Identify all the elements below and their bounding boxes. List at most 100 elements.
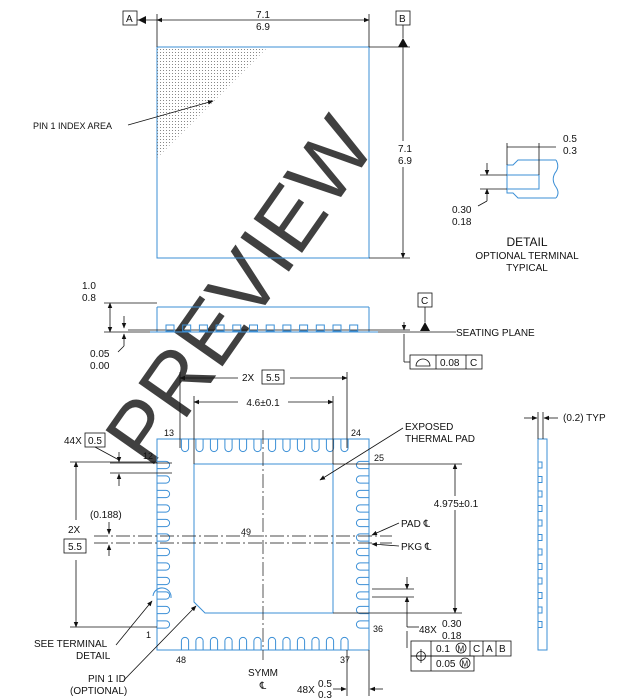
term-width-count: 48X (419, 625, 437, 636)
flatness-symbol (415, 358, 431, 367)
symm-label: SYMM (248, 668, 278, 679)
side-terminal (265, 324, 275, 332)
end-terminal (537, 519, 543, 527)
pin-36-label: 36 (373, 624, 383, 634)
terminal-right (355, 504, 369, 513)
fcf2-tol: 0.05 (436, 659, 456, 670)
side-view: 1.0 0.8 0.05 0.00 C SEATING PLANE 0.08 C (82, 281, 535, 372)
pad-width-value: 4.6±0.1 (246, 398, 280, 409)
end-terminal (537, 577, 543, 585)
terminal-right (355, 489, 369, 499)
terminal-right (355, 547, 369, 557)
pad-cl-label: PAD ℄ (401, 519, 431, 530)
pitch-count: 2X (242, 373, 255, 384)
end-view: (0.2) TYP (524, 412, 606, 651)
terminal-left (157, 475, 171, 484)
seating-plane-label: SEATING PLANE (456, 328, 535, 339)
pin1-id-label-1: PIN 1 ID (88, 674, 126, 685)
bottom-view: 2X 5.5 4.6±0.1 EXPOSED THERMAL PAD 44X 0… (34, 369, 512, 700)
fcf1-datum-3: B (499, 644, 506, 655)
datum-c-arrow (420, 322, 430, 331)
terminal-left (157, 518, 171, 528)
terminal-top (325, 439, 335, 453)
datum-b-arrow (398, 38, 408, 47)
detail-terminal (506, 174, 540, 190)
pin1-id-leader (123, 605, 197, 681)
terminal-bottom (340, 636, 349, 650)
pitch-bg (238, 369, 290, 385)
fcf1-mmc-glyph: M (458, 645, 465, 654)
terminal-bottom (253, 636, 262, 650)
pin1-index-area (157, 47, 268, 158)
detail-top-max: 0.5 (563, 134, 577, 145)
terminal-top (340, 439, 349, 453)
see-terminal-label-2: DETAIL (76, 651, 111, 662)
flatness-value: 0.08 (440, 358, 460, 369)
end-terminal (537, 548, 543, 556)
end-terminals (537, 461, 543, 628)
terminal-right (355, 620, 369, 629)
terminal-top (311, 439, 320, 453)
fcf2-frame (410, 655, 475, 672)
pitch-value: 5.5 (266, 373, 280, 384)
pad-height-value: 4.975±0.1 (434, 499, 479, 510)
bottom-terminals (157, 439, 369, 650)
terminal-right (355, 591, 369, 600)
side-terminal (198, 324, 208, 332)
pin-12-label: 12 (143, 451, 153, 461)
fcf1-datum-1: C (473, 644, 480, 655)
vert-box (63, 538, 87, 554)
detail-subtitle-2: TYPICAL (506, 263, 548, 274)
fcf2-mmc-icon (459, 657, 471, 669)
pitch-box (261, 369, 285, 385)
term-width-max: 0.30 (442, 619, 462, 630)
pin1-index-label: PIN 1 INDEX AREA (33, 121, 112, 131)
terminal-top (267, 439, 277, 453)
side-terminal (165, 324, 175, 332)
side-height-min: 0.8 (82, 293, 96, 304)
side-terminals (165, 324, 359, 332)
exposed-pad-label-2: THERMAL PAD (405, 434, 475, 445)
side-terminal (249, 324, 258, 332)
pin-pitch-count: 44X (64, 436, 82, 447)
terminal-right (355, 562, 369, 571)
side-terminal (315, 324, 325, 332)
fcf2-mmc-glyph: M (462, 660, 469, 669)
flatness-datum: C (470, 358, 477, 369)
terminal-top (209, 439, 219, 453)
detail-left-max: 0.30 (452, 205, 472, 216)
terminal-left (157, 489, 171, 499)
term-width-min: 0.18 (442, 631, 462, 642)
terminal-top (224, 439, 233, 453)
terminal-bottom (238, 636, 248, 650)
height-min: 6.9 (398, 156, 412, 167)
terminal-top (195, 439, 204, 453)
terminal-bottom (325, 636, 335, 650)
terminal-right (355, 533, 369, 542)
vert-value: 5.5 (68, 542, 82, 553)
fcf1-tol: 0.1 (436, 644, 450, 655)
terminal-bottom (209, 636, 219, 650)
pkg-cl-label: PKG ℄ (401, 542, 432, 553)
terminal-top (296, 439, 306, 453)
width-min: 6.9 (256, 22, 270, 33)
terminal-bottom (224, 636, 233, 650)
terminal-top (180, 439, 190, 453)
fcf1-mmc-icon (455, 642, 467, 654)
detail-title: DETAIL (506, 235, 547, 249)
detail-left-min: 0.18 (452, 217, 472, 228)
terminal-bottom (180, 636, 190, 650)
pin-24-label: 24 (351, 428, 361, 438)
datum-c-label: C (421, 296, 428, 307)
pin-48-label: 48 (176, 655, 186, 665)
height-text-bg (396, 141, 416, 167)
pad-height-bg (428, 496, 484, 510)
exposed-thermal-pad (193, 463, 334, 614)
terminal-top (238, 439, 248, 453)
terminal-bottom (267, 636, 277, 650)
datum-a-arrow (138, 16, 146, 24)
side-terminal (215, 324, 225, 332)
datum-a-box (122, 10, 138, 26)
exposed-pad-leader (319, 427, 404, 481)
pin-pitch-leader (94, 446, 120, 461)
